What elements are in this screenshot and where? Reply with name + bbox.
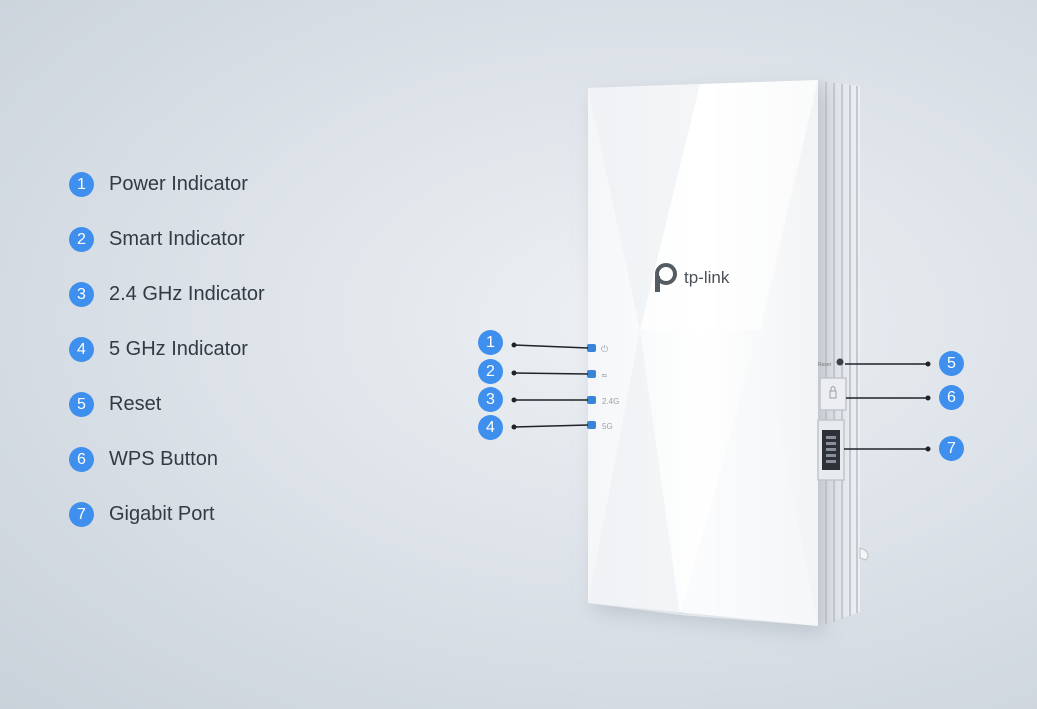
side-ports: Reset — [817, 358, 847, 481]
number-badge: 7 — [69, 502, 94, 527]
legend-item-gigabit-port: 7 Gigabit Port — [69, 487, 265, 542]
callout-badge-6: 6 — [939, 385, 964, 410]
label-24g: 2.4G — [602, 397, 619, 406]
led-24ghz — [587, 396, 596, 404]
number-badge: 3 — [69, 282, 94, 307]
led-indicators: ⏻ ≈ 2.4G 5G — [587, 344, 619, 431]
number-badge: 4 — [69, 337, 94, 362]
tp-link-logo: tp-link — [655, 263, 730, 292]
reset-label: Reset — [818, 362, 832, 368]
legend-label: 5 GHz Indicator — [109, 338, 248, 360]
number-badge: 1 — [69, 172, 94, 197]
legend-item-power: 1 Power Indicator — [69, 157, 265, 212]
callout-badge-4: 4 — [478, 415, 503, 440]
legend-label: 2.4 GHz Indicator — [109, 283, 265, 305]
power-led — [587, 344, 596, 352]
led-5ghz — [587, 421, 596, 429]
callout-lines-right — [844, 361, 931, 452]
legend-item-5ghz: 4 5 GHz Indicator — [69, 322, 265, 377]
callout-badge-3: 3 — [478, 387, 503, 412]
plug-prong — [859, 547, 869, 561]
reset-pinhole[interactable] — [836, 358, 844, 366]
number-badge: 2 — [69, 227, 94, 252]
label-5g: 5G — [602, 422, 613, 431]
legend-label: Smart Indicator — [109, 228, 245, 250]
callout-badge-5: 5 — [939, 351, 964, 376]
legend-item-smart: 2 Smart Indicator — [69, 212, 265, 267]
side-fins — [818, 80, 860, 626]
legend-item-24ghz: 3 2.4 GHz Indicator — [69, 267, 265, 322]
legend-label: Gigabit Port — [109, 503, 215, 525]
legend-label: WPS Button — [109, 448, 218, 470]
number-badge: 6 — [69, 447, 94, 472]
legend-list: 1 Power Indicator 2 Smart Indicator 3 2.… — [69, 157, 265, 542]
number-badge: 5 — [69, 392, 94, 417]
smart-led — [587, 370, 596, 378]
brand-text: tp-link — [684, 268, 730, 287]
callout-badge-7: 7 — [939, 436, 964, 461]
legend-item-wps: 6 WPS Button — [69, 432, 265, 487]
legend-label: Reset — [109, 393, 162, 415]
legend-label: Power Indicator — [109, 173, 248, 195]
callout-badge-1: 1 — [478, 330, 503, 355]
power-icon: ⏻ — [601, 344, 608, 354]
wps-button[interactable] — [819, 377, 847, 411]
callout-lines-left — [511, 342, 589, 430]
wifi-icon: ≈ — [601, 371, 608, 380]
callout-badge-2: 2 — [478, 359, 503, 384]
lock-icon — [829, 386, 837, 399]
legend-item-reset: 5 Reset — [69, 377, 265, 432]
